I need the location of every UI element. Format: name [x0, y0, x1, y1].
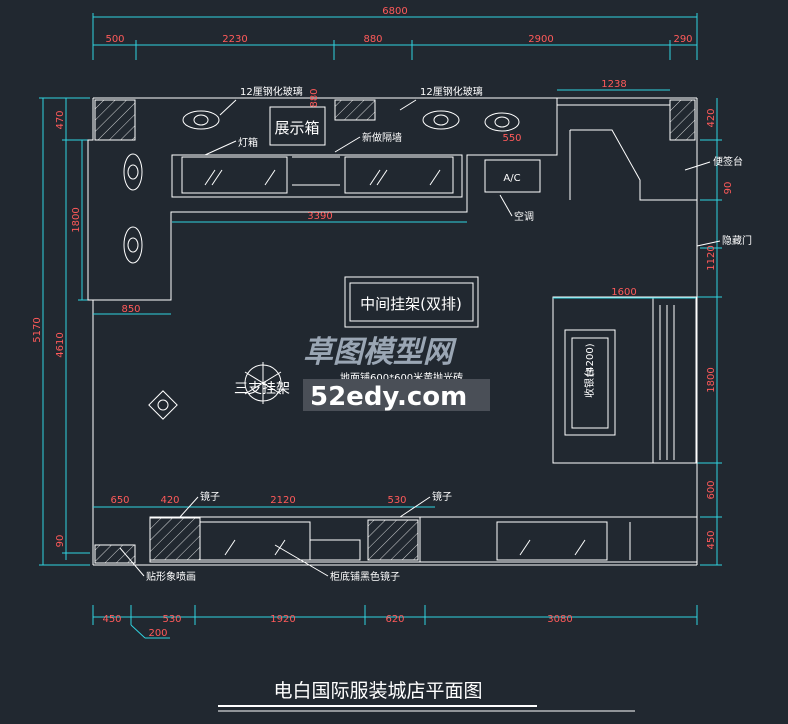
- column-bottom-left: [149, 517, 201, 561]
- label-wall-paint: 贴形象喷画: [146, 570, 196, 583]
- dim-top-2900: 2900: [528, 34, 553, 45]
- dim-top-290: 290: [673, 34, 692, 45]
- display-box: [269, 106, 326, 146]
- middle-rack: [344, 276, 479, 328]
- dim-420: 420: [160, 495, 179, 506]
- front-display-window: [171, 154, 463, 198]
- watermark-bg: [303, 379, 490, 411]
- cashier-label: 收银台: [583, 368, 596, 398]
- dim-bottom-1920: 1920: [270, 614, 295, 625]
- cashier-dim: (4200): [585, 343, 596, 376]
- dim-left-1800: 1800: [71, 207, 82, 232]
- column-top-right: [669, 99, 696, 141]
- dim-2120: 2120: [270, 495, 295, 506]
- top-dimensions: 6800 500 2230 880 2900 290: [92, 6, 698, 60]
- label-mirror-left: 镜子: [200, 490, 220, 503]
- mannequin-5: [123, 226, 143, 264]
- label-light-box: 灯箱: [238, 136, 258, 149]
- watermark-line1: 草图模型网: [303, 335, 457, 370]
- dim-left-90: 90: [55, 535, 66, 548]
- dim-3390: 3390: [307, 211, 332, 222]
- dim-overall-width: 6800: [382, 6, 407, 17]
- dim-right-420: 420: [706, 108, 717, 127]
- tripod-rack-label: 三支挂架: [234, 381, 290, 397]
- dim-1238: 1238: [601, 79, 626, 90]
- column-top-left: [94, 99, 136, 141]
- ac-unit-label: A/C: [503, 173, 520, 184]
- dim-left-470: 470: [55, 110, 66, 129]
- dim-850: 850: [121, 304, 140, 315]
- dim-top-2230: 2230: [222, 34, 247, 45]
- label-hidden-door: 隐藏门: [722, 234, 752, 247]
- column-bottom-corner: [94, 544, 136, 564]
- dim-bottom-530: 530: [162, 614, 181, 625]
- label-sign-desk: 便签台: [713, 155, 743, 168]
- dim-bottom-620: 620: [385, 614, 404, 625]
- watermark-line2: 52edy.com: [310, 382, 467, 412]
- dim-top-500: 500: [105, 34, 124, 45]
- dim-top-880: 880: [363, 34, 382, 45]
- dim-650: 650: [110, 495, 129, 506]
- column-bottom-mid: [367, 519, 419, 561]
- dim-right-450: 450: [706, 530, 717, 549]
- mannequin-1: [182, 110, 220, 130]
- middle-rack-label: 中间挂架(双排): [360, 295, 462, 313]
- bottom-dimensions: 450 530 1920 620 3080 200: [92, 605, 698, 639]
- dim-530: 530: [387, 495, 406, 506]
- ac-unit: [484, 159, 541, 193]
- drawing-title: 电白国际服装城店平面图: [273, 680, 482, 702]
- floor-tile-symbol: [148, 390, 178, 420]
- mannequin-3: [484, 112, 520, 132]
- dim-left-total: 5170: [32, 317, 43, 342]
- tripod-rack: [244, 362, 282, 404]
- dim-right-1120: 1120: [706, 245, 717, 270]
- dim-880-small: 880: [309, 88, 320, 107]
- dim-550: 550: [502, 133, 521, 144]
- dim-right-90: 90: [723, 182, 734, 195]
- dim-bottom-3080: 3080: [547, 614, 572, 625]
- sign-desk: [570, 129, 697, 201]
- dim-right-1800: 1800: [706, 367, 717, 392]
- column-top-mid: [334, 99, 376, 121]
- label-mirror-right: 镜子: [432, 490, 452, 503]
- dim-1600: 1600: [611, 287, 636, 298]
- outer-walls: [87, 97, 698, 566]
- dim-bottom-200: 200: [148, 628, 167, 639]
- label-ac: 空调: [514, 210, 534, 223]
- mannequin-4: [123, 153, 143, 191]
- left-dimensions: 5170 470 4610 90 1800: [32, 97, 92, 566]
- right-dimensions: 420 90 1120 1800 600 450: [650, 98, 734, 566]
- dim-bottom-450: 450: [102, 614, 121, 625]
- label-glass-right: 12厘钢化玻璃: [420, 85, 483, 98]
- right-top-counter: [556, 98, 670, 106]
- cashier-counter: [552, 296, 697, 464]
- bottom-cabinets: [149, 516, 698, 563]
- label-glass-left: 12厘钢化玻璃: [240, 85, 303, 98]
- dim-right-600: 600: [706, 480, 717, 499]
- label-new-partition: 新做隔墙: [362, 131, 402, 144]
- display-box-label: 展示箱: [274, 119, 319, 137]
- dim-left-4610: 4610: [55, 332, 66, 357]
- label-cabinet-mirror: 柜底铺黑色镜子: [330, 570, 400, 583]
- mannequin-2: [422, 110, 460, 130]
